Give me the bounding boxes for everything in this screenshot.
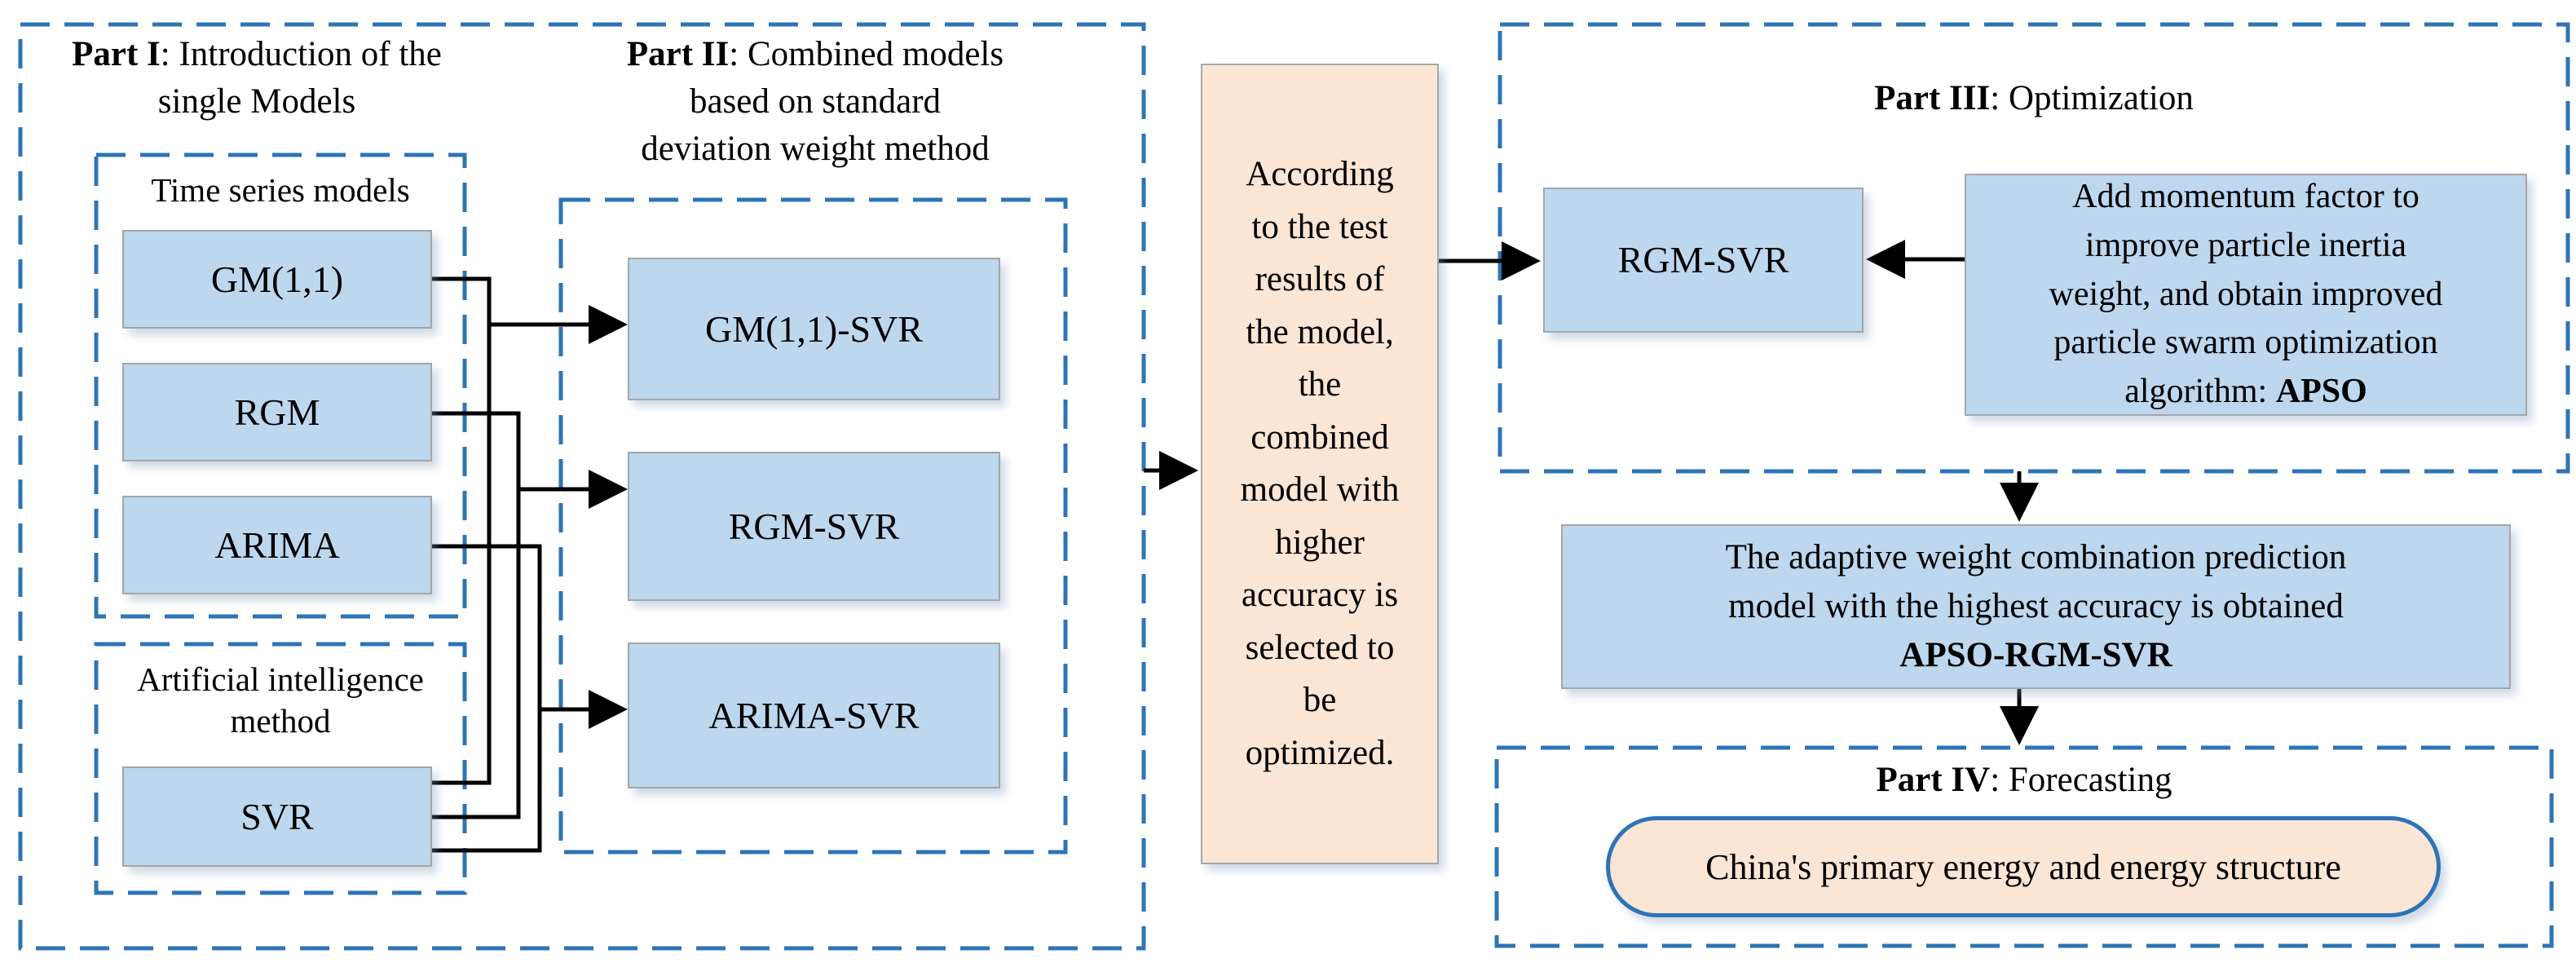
part3-frame xyxy=(1498,22,2570,474)
model-box-gm11-svr: GM(1,1)-SVR xyxy=(628,258,1000,400)
part1-title-line1: Part I: Introduction of the xyxy=(72,35,442,73)
part2-title-line2: based on standard xyxy=(689,82,942,121)
model-box-rgm-svr: RGM-SVR xyxy=(628,452,1000,601)
combined-models-frame xyxy=(558,197,1068,855)
result-box-model: APSO-RGM-SVR xyxy=(1899,636,2172,675)
part2-title: Part II: Combined models based on standa… xyxy=(562,31,1068,173)
model-box-rgm-svr-part3: RGM-SVR xyxy=(1543,188,1864,333)
ai-method-label: Artificial intelligence method xyxy=(137,660,424,740)
part2-title-line1: Part II: Combined models xyxy=(626,35,1004,73)
time-series-frame xyxy=(94,152,467,619)
part1-title-line2: single Models xyxy=(157,82,356,121)
forecast-target-text: China's primary energy and energy struct… xyxy=(1705,846,2341,887)
apso-note-last-line: algorithm: APSO xyxy=(2124,372,2367,410)
apso-note-lines: Add momentum factor to improve particle … xyxy=(2049,178,2443,362)
selection-note-text: According to the test results of the mod… xyxy=(1240,155,1400,772)
apso-note-box: Add momentum factor to improve particle … xyxy=(1965,174,2527,416)
connector-paths xyxy=(432,257,2022,853)
model-box-rgm: RGM xyxy=(122,363,432,462)
result-box: The adaptive weight combination predicti… xyxy=(1561,524,2511,689)
forecast-target-pill: China's primary energy and energy struct… xyxy=(1606,816,2441,917)
model-box-arima-svr: ARIMA-SVR xyxy=(628,643,1000,788)
ai-method-frame xyxy=(94,642,467,895)
model-box-svr: SVR xyxy=(122,766,432,867)
model-box-arima: ARIMA xyxy=(122,496,432,594)
time-series-label: Time series models xyxy=(151,171,410,209)
part4-title: Part IV: Forecasting xyxy=(1876,761,2172,799)
part1-part2-frame xyxy=(18,22,1146,951)
arrowheads xyxy=(589,240,2039,745)
part3-title: Part III: Optimization xyxy=(1874,79,2194,117)
result-box-lines: The adaptive weight combination predicti… xyxy=(1725,537,2347,625)
selection-note-box: According to the test results of the mod… xyxy=(1201,64,1439,864)
part2-title-line3: deviation weight method xyxy=(641,130,990,169)
model-box-gm11: GM(1,1) xyxy=(122,230,432,329)
part1-title: Part I: Introduction of the single Model… xyxy=(24,31,489,126)
part4-frame xyxy=(1494,745,2554,948)
